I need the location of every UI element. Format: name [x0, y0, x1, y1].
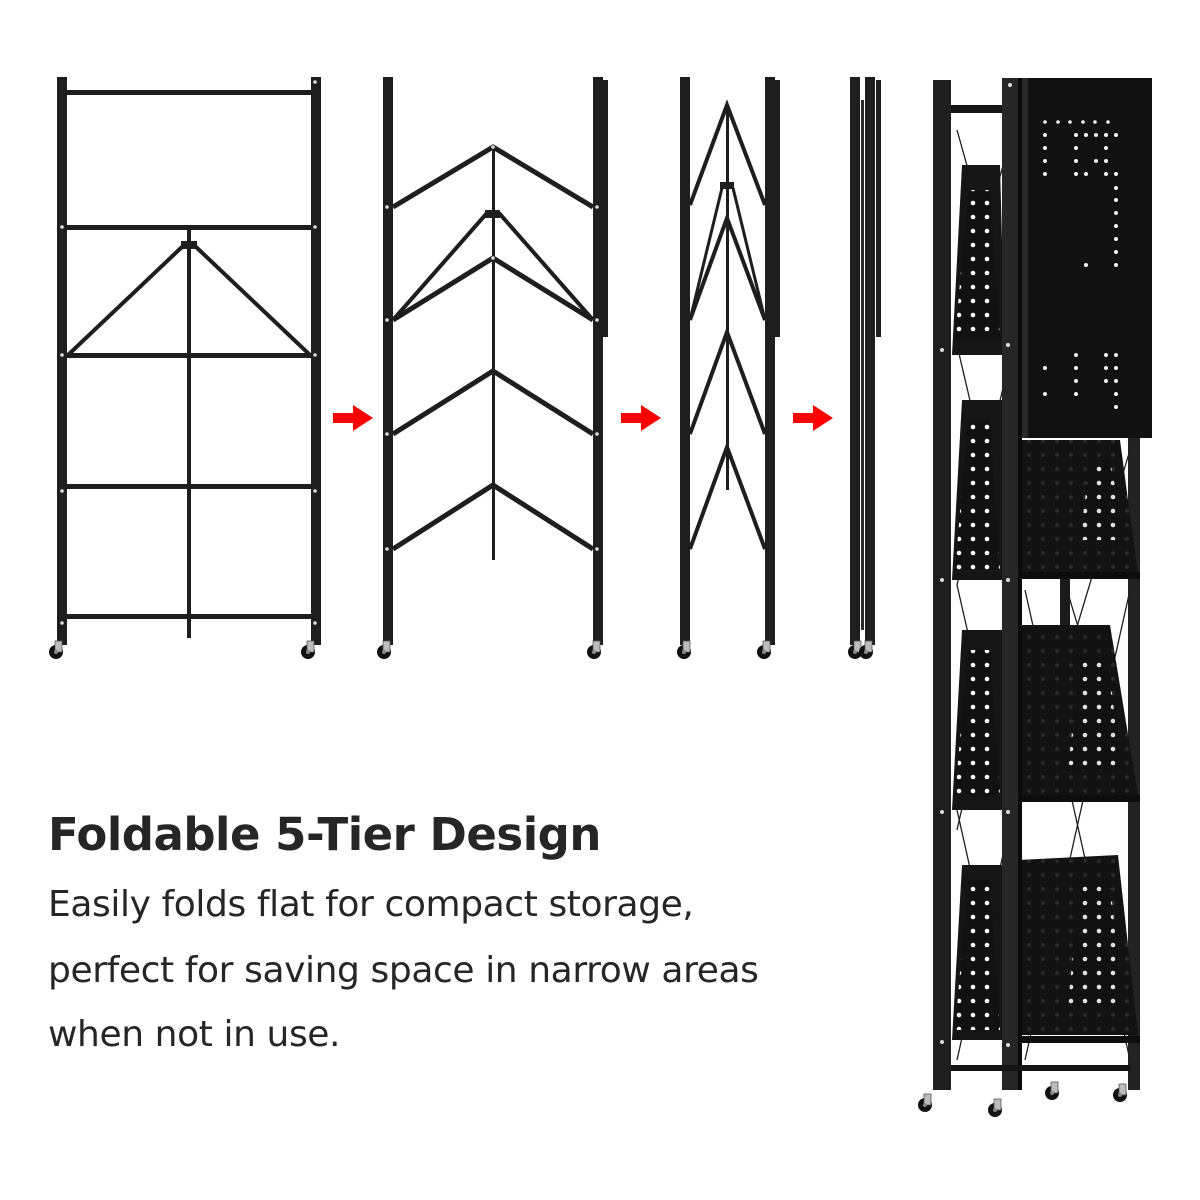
unfolded-frame: [48, 77, 321, 660]
folding-stage-2: [676, 77, 780, 660]
left-post: [57, 77, 67, 645]
right-post: [311, 77, 321, 645]
folded-flat-frame: [847, 77, 881, 660]
right-arrow-icon: [333, 405, 373, 431]
description-line: perfect for saving space in narrow areas: [48, 950, 759, 991]
folding-stage-1: [376, 77, 608, 660]
front-mid-post: [1002, 78, 1018, 1090]
description-line: Easily folds flat for compact storage,: [48, 884, 694, 925]
description-line: when not in use.: [48, 1014, 341, 1055]
headline: Foldable 5-Tier Design: [48, 808, 601, 861]
front-left-post: [933, 80, 951, 1090]
right-arrow-icon: [793, 405, 833, 431]
right-arrow-icon: [621, 405, 661, 431]
folded-rack-with-perforated-shelves: [917, 78, 1152, 1118]
